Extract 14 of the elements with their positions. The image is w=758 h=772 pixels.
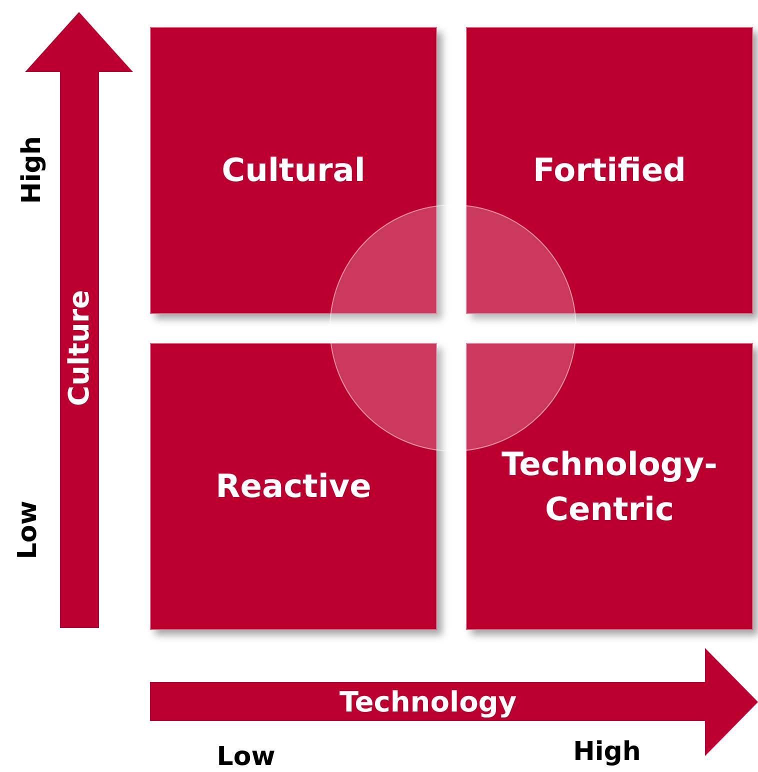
quadrant-title: Technology- Centric <box>500 444 718 530</box>
axis-end-label: Low <box>13 500 43 560</box>
quadrant-box <box>466 343 753 630</box>
quadrant-box <box>150 343 437 630</box>
quadrant-box <box>466 27 753 314</box>
axis-end-label: Low <box>216 742 276 772</box>
quadrant-title: Reactive <box>216 466 372 508</box>
quadrant-title: Cultural <box>222 150 366 192</box>
axis-title: Culture <box>62 290 96 406</box>
axis-end-label: High <box>17 136 47 204</box>
quadrant-box <box>150 27 437 314</box>
axis-title: Technology <box>339 686 517 718</box>
axis-end-label: High <box>573 737 641 767</box>
quadrant-title: Fortified <box>533 150 686 192</box>
